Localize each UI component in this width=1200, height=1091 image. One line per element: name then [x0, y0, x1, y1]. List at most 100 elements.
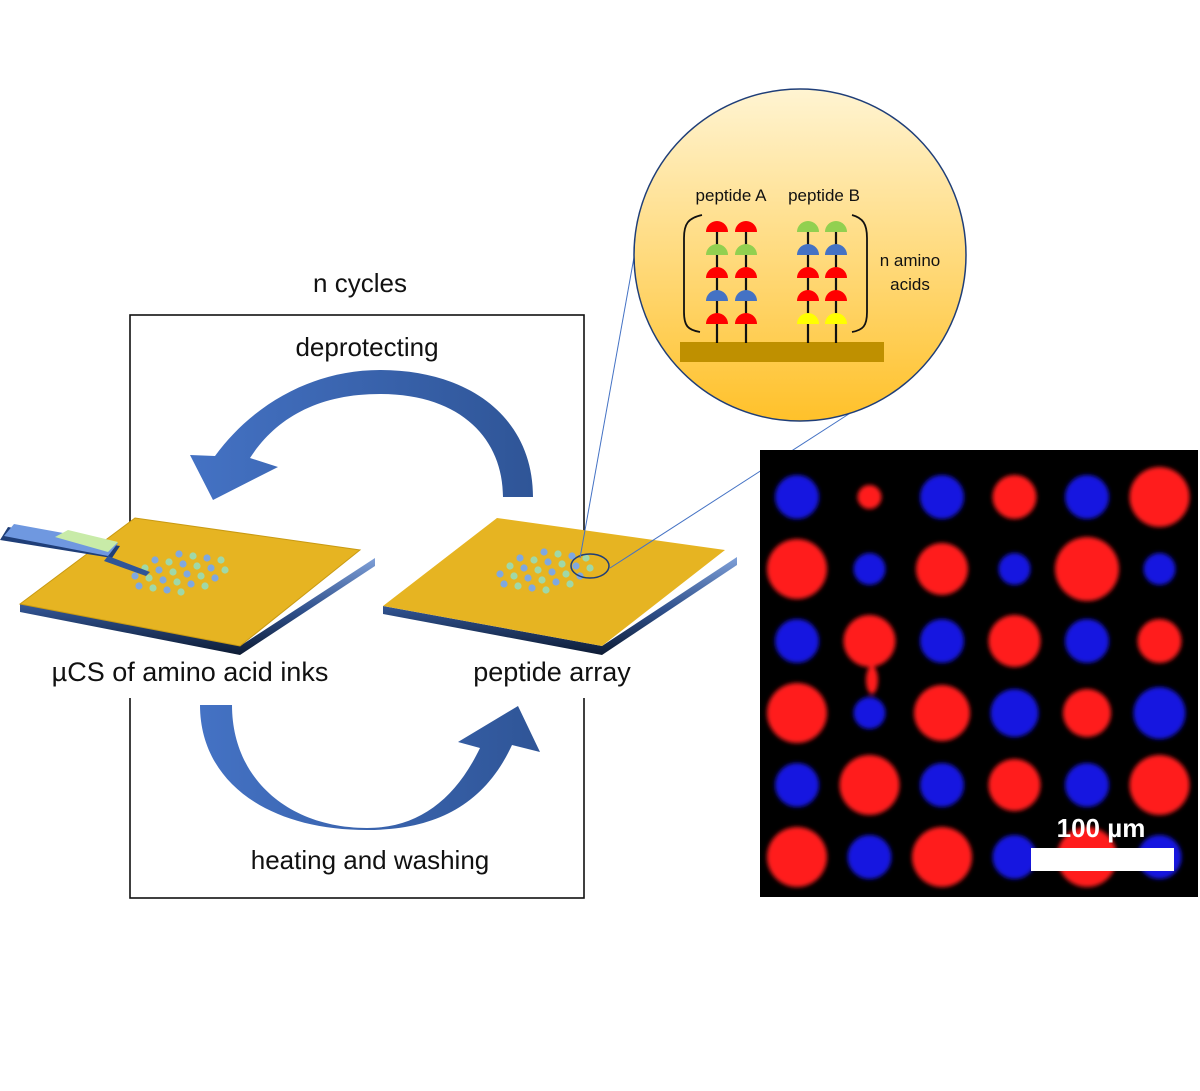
blue-fluorescent-spot [1065, 475, 1109, 519]
label-mask-left [126, 598, 134, 698]
ink-spot [496, 570, 504, 578]
ink-spot [572, 562, 580, 570]
amino-acid-residue [706, 221, 728, 232]
ink-spot [542, 586, 550, 594]
ink-spot [548, 568, 556, 576]
red-fluorescent-spot [992, 475, 1037, 519]
blue-fluorescent-spot [853, 697, 886, 729]
red-fluorescent-spot [767, 539, 827, 599]
blue-fluorescent-spot [998, 553, 1031, 585]
red-fluorescent-spot [1129, 755, 1190, 815]
peptide-b-label: peptide B [788, 186, 860, 205]
ink-spot [173, 578, 181, 586]
ink-spot [528, 584, 536, 592]
zoom-substrate-bar [680, 342, 884, 362]
blue-fluorescent-spot [775, 475, 819, 519]
ink-spot [538, 576, 546, 584]
ink-spot [189, 552, 197, 560]
blue-fluorescent-spot [1065, 619, 1109, 663]
amino-acid-residue [735, 221, 757, 232]
zoom-line-to-circle [579, 234, 639, 559]
ink-spot [175, 550, 183, 558]
right-bracket [851, 214, 868, 333]
blue-fluorescent-spot [990, 689, 1039, 737]
amino-acid-residue [797, 267, 819, 278]
top-cycle-arrow [190, 370, 533, 500]
cantilever-pen [0, 524, 150, 576]
ink-spot [221, 566, 229, 574]
red-fluorescent-spot [1129, 467, 1190, 527]
red-fluorescent-spot [914, 685, 970, 741]
ink-spot [582, 554, 590, 562]
blue-fluorescent-spot [853, 553, 886, 585]
red-fluorescent-spot [767, 683, 827, 743]
ink-spot [506, 562, 514, 570]
ink-spot [197, 572, 205, 580]
red-fluorescent-spot [839, 755, 900, 815]
ink-spot [131, 572, 139, 580]
ink-spot [558, 560, 566, 568]
red-fluorescent-spot [866, 666, 878, 694]
ink-spot [201, 582, 209, 590]
red-fluorescent-spot [1055, 537, 1119, 601]
amino-acid-residue [797, 221, 819, 232]
blue-fluorescent-spot [1143, 553, 1176, 585]
right-peptide-spot-grid [496, 548, 594, 594]
micrograph-spots [767, 467, 1190, 887]
right-substrate [383, 518, 737, 655]
ink-spot [149, 584, 157, 592]
right-substrate-label: peptide array [473, 657, 631, 687]
blue-fluorescent-spot [847, 835, 892, 879]
ink-spot [145, 574, 153, 582]
ink-spot [554, 550, 562, 558]
amino-acid-residue [735, 313, 757, 324]
zoom-region-marker [570, 553, 610, 579]
ink-spot [552, 578, 560, 586]
ink-spot [155, 566, 163, 574]
amino-acid-residue [706, 290, 728, 301]
amino-acid-residue [735, 244, 757, 255]
red-fluorescent-spot [857, 485, 882, 509]
ink-spot [544, 558, 552, 566]
bottom-cycle-arrow [200, 705, 540, 830]
amino-acid-residue [825, 313, 847, 324]
ink-spot [500, 580, 508, 588]
ink-spot [568, 552, 576, 560]
ink-spot [514, 582, 522, 590]
zoom-circle: peptide A peptide B n amino acids [633, 88, 967, 422]
ink-spot [187, 580, 195, 588]
amino-acid-residue [825, 221, 847, 232]
red-fluorescent-spot [912, 827, 972, 887]
ink-spot [562, 570, 570, 578]
ink-spot [165, 558, 173, 566]
heating-washing-label: heating and washing [251, 845, 490, 875]
ink-spot [586, 564, 594, 572]
ink-spot [207, 564, 215, 572]
blue-fluorescent-spot [1133, 687, 1186, 739]
brace-label-line2: acids [890, 275, 930, 294]
amino-acid-residue [797, 244, 819, 255]
amino-acid-residue [797, 313, 819, 324]
blue-fluorescent-spot [920, 763, 964, 807]
brace-label-line1: n amino [880, 251, 940, 270]
ink-spot [135, 582, 143, 590]
fluorescence-micrograph: 100 µm [760, 450, 1198, 897]
deprotecting-label: deprotecting [295, 332, 438, 362]
red-fluorescent-spot [1063, 689, 1111, 737]
ink-spot [177, 588, 185, 596]
peptide-chains [706, 221, 847, 343]
amino-acid-residue [735, 290, 757, 301]
amino-acid-residue [706, 244, 728, 255]
ink-spot [169, 568, 177, 576]
red-fluorescent-spot [767, 827, 827, 887]
peptide-a-label: peptide A [696, 186, 768, 205]
amino-acid-residue [825, 290, 847, 301]
amino-acid-residue [825, 244, 847, 255]
amino-acid-residue [825, 267, 847, 278]
amino-acid-residue [797, 290, 819, 301]
ink-spot [179, 560, 187, 568]
ink-spot [211, 574, 219, 582]
zoom-line-to-micrograph [609, 409, 856, 569]
ink-spot [151, 556, 159, 564]
